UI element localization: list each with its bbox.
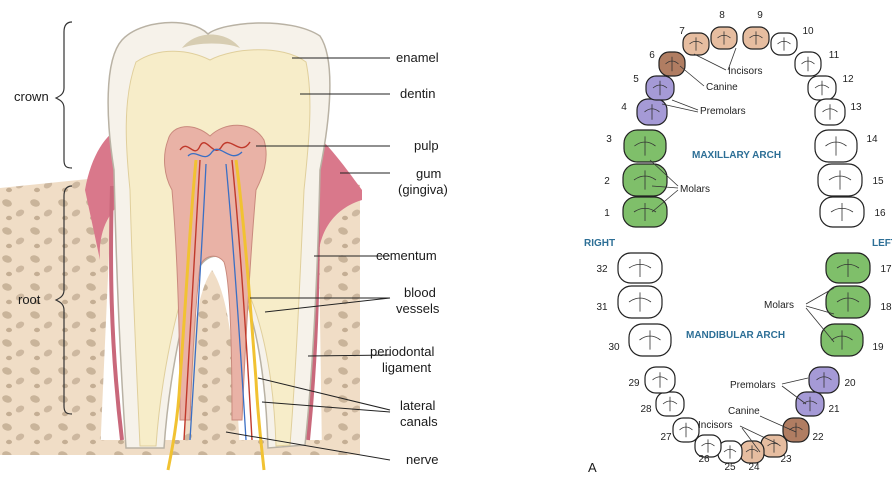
tooth-number-16: 16 [874, 208, 886, 219]
tooth-number-6: 6 [649, 50, 655, 61]
periodontal-label: periodontal [370, 344, 434, 359]
tooth-20: 20 [809, 367, 856, 393]
tooth-32: 32 [596, 253, 662, 283]
upper-molars-label: Molars [680, 184, 710, 195]
lower-incisors-label: Incisors [698, 420, 732, 431]
tooth-number-7: 7 [679, 26, 685, 37]
tooth-13: 13 [815, 99, 862, 125]
tooth-number-24: 24 [748, 462, 760, 473]
ligament-label: ligament [382, 360, 432, 375]
root-label: root [18, 292, 41, 307]
right-side-label: RIGHT [584, 238, 615, 249]
lateral-label: lateral [400, 398, 436, 413]
lower-premolars-label: Premolars [730, 380, 776, 391]
tooth-6: 6 [649, 50, 685, 76]
tooth-number-29: 29 [628, 378, 640, 389]
lower-molars-label: Molars [764, 300, 794, 311]
tooth-number-31: 31 [596, 302, 608, 313]
tooth-21: 21 [796, 392, 840, 416]
tooth-31: 31 [596, 286, 662, 318]
tooth-number-11: 11 [829, 50, 840, 61]
tooth-number-32: 32 [596, 264, 608, 275]
tooth-15: 15 [818, 164, 884, 196]
tooth-number-4: 4 [621, 102, 627, 113]
tooth-8: 8 [711, 10, 737, 49]
upper-premolars-label: Premolars [700, 106, 746, 117]
vessels-label: vessels [396, 301, 440, 316]
tooth-10: 10 [771, 26, 814, 55]
crown-bracket [56, 22, 72, 168]
panel-letter: A [588, 460, 597, 475]
tooth-5: 5 [633, 74, 674, 100]
tooth-number-22: 22 [812, 432, 824, 443]
tooth-number-23: 23 [780, 454, 792, 465]
tooth-17: 17 [826, 253, 892, 283]
tooth-number-25: 25 [724, 462, 736, 473]
tooth-number-1: 1 [604, 208, 610, 219]
tooth-number-18: 18 [880, 302, 892, 313]
tooth-3: 3 [606, 130, 666, 162]
canals-label: canals [400, 414, 438, 429]
tooth-number-12: 12 [842, 74, 854, 85]
tooth-2: 2 [604, 164, 667, 196]
tooth-18: 18 [826, 286, 892, 318]
tooth-1: 1 [604, 197, 667, 227]
tooth-number-20: 20 [844, 378, 856, 389]
pulp-label: pulp [414, 138, 439, 153]
tooth-number-27: 27 [660, 432, 672, 443]
tooth-14: 14 [815, 130, 878, 162]
tooth-30: 30 [608, 324, 671, 356]
crown-label: crown [14, 89, 49, 104]
tooth-number-30: 30 [608, 342, 620, 353]
tooth-16: 16 [820, 197, 886, 227]
lower-canine-label: Canine [728, 406, 760, 417]
gum-label: gum [416, 166, 441, 181]
tooth-number-5: 5 [633, 74, 639, 85]
tooth-19: 19 [821, 324, 884, 356]
tooth-number-21: 21 [828, 404, 840, 415]
gingiva-label: (gingiva) [398, 182, 448, 197]
tooth-26: 26 [695, 435, 721, 465]
nerve-label: nerve [406, 452, 439, 467]
tooth-number-8: 8 [719, 10, 725, 21]
tooth-number-10: 10 [802, 26, 814, 37]
upper-canine-label: Canine [706, 82, 738, 93]
tooth-29: 29 [628, 367, 675, 393]
tooth-number-28: 28 [640, 404, 652, 415]
tooth-number-13: 13 [850, 102, 862, 113]
tooth-number-14: 14 [866, 134, 878, 145]
tooth-number-3: 3 [606, 134, 612, 145]
tooth-number-19: 19 [872, 342, 884, 353]
tooth-number-26: 26 [698, 454, 710, 465]
dentin-label: dentin [400, 86, 435, 101]
tooth-27: 27 [660, 418, 699, 443]
cementum-label: cementum [376, 248, 437, 263]
upper-incisors-label: Incisors [728, 66, 762, 77]
tooth-number-2: 2 [604, 176, 610, 187]
mandibular-arch-title: MANDIBULAR ARCH [686, 330, 785, 341]
tooth-4: 4 [621, 99, 667, 125]
tooth-9: 9 [743, 10, 769, 49]
tooth-number-9: 9 [757, 10, 763, 21]
tooth-11: 11 [795, 50, 840, 76]
tooth-7: 7 [679, 26, 709, 55]
tooth-section: crown root enamel dentin pulp gum (gingi… [0, 22, 448, 470]
tooth-22: 22 [783, 418, 824, 443]
tooth-28: 28 [640, 392, 684, 416]
tooth-number-15: 15 [872, 176, 884, 187]
tooth-12: 12 [808, 74, 854, 100]
tooth-24: 24 [740, 441, 764, 473]
enamel-label: enamel [396, 50, 439, 65]
left-side-label: LEFT [872, 238, 892, 249]
tooth-number-17: 17 [880, 264, 892, 275]
maxillary-arch-title: MAXILLARY ARCH [692, 150, 781, 161]
blood-label: blood [404, 285, 436, 300]
